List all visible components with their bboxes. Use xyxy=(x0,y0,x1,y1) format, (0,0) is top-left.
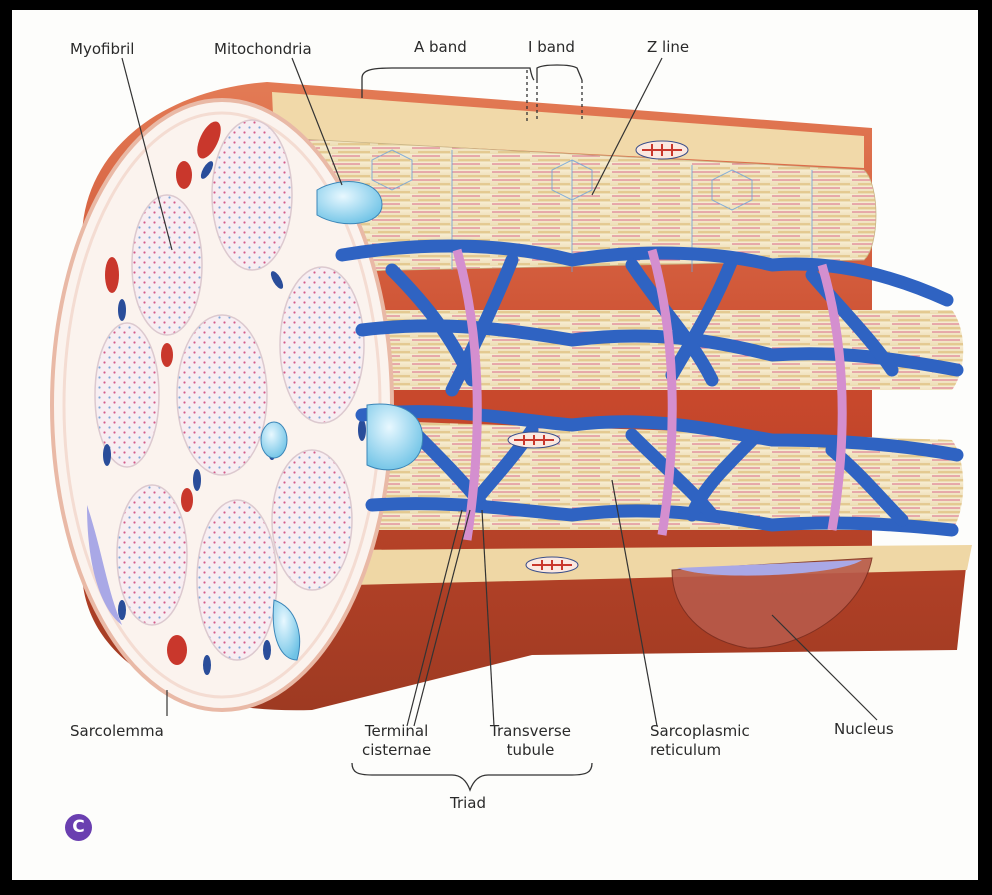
triad-label: Triad xyxy=(450,794,486,813)
a-band-label: A band xyxy=(414,38,467,57)
mitochondria-label: Mitochondria xyxy=(214,40,312,59)
terminal-cisternae-label: Terminal cisternae xyxy=(362,722,431,760)
i-band-label: I band xyxy=(528,38,575,57)
sarcoplasmic-reticulum-label: Sarcoplasmic reticulum xyxy=(650,722,750,760)
transverse-tubule-label: Transverse tubule xyxy=(490,722,571,760)
myofibril-label: Myofibril xyxy=(70,40,134,59)
nucleus-label: Nucleus xyxy=(834,720,894,739)
figure-panel: Myofibril Mitochondria A band I band Z l… xyxy=(12,10,978,880)
panel-badge: C xyxy=(65,814,92,841)
z-line-label: Z line xyxy=(647,38,689,57)
sarcolemma-label: Sarcolemma xyxy=(70,722,164,741)
